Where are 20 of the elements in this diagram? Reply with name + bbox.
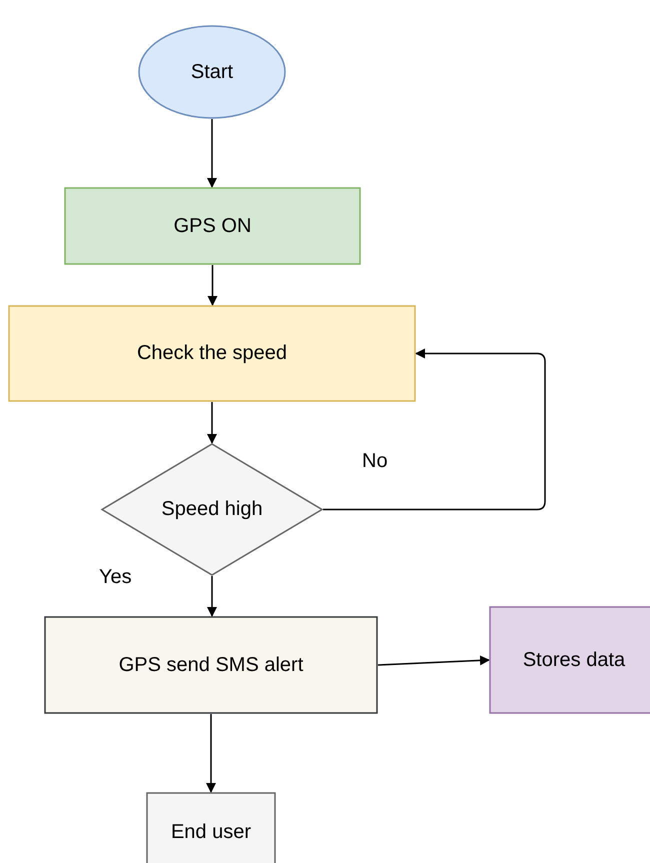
arrow xyxy=(378,655,490,666)
arrow xyxy=(208,265,218,306)
process-box xyxy=(489,606,650,714)
arrow xyxy=(207,402,217,444)
node-text: GPS ON xyxy=(174,214,252,238)
arrow xyxy=(207,576,217,617)
node-text: Start xyxy=(190,60,234,84)
process-box xyxy=(64,187,361,265)
node-text: Stores data xyxy=(522,648,626,672)
arrow xyxy=(206,714,216,793)
process-box xyxy=(44,616,378,714)
node-text: Speed high xyxy=(161,498,263,521)
process-box xyxy=(8,305,416,402)
node-text: End user xyxy=(170,820,252,844)
arrow xyxy=(323,348,546,510)
node-text: GPS send SMS alert xyxy=(118,654,304,676)
end-box xyxy=(146,792,276,863)
node-text: Check the speed xyxy=(136,342,288,365)
start-ellipse xyxy=(138,25,286,119)
arrow xyxy=(207,119,217,188)
